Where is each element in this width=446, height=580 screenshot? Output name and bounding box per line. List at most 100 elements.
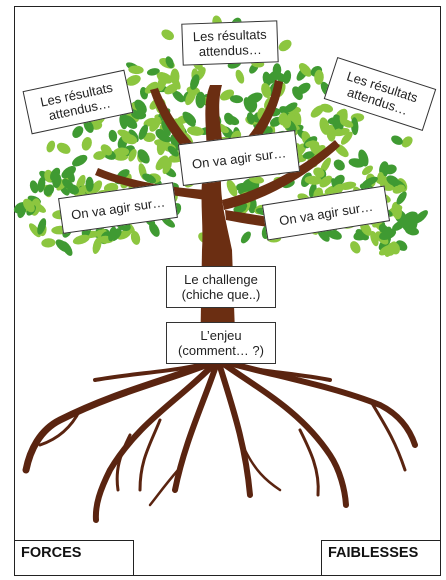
leaf	[137, 149, 150, 164]
leaf	[81, 137, 92, 151]
leaf	[92, 237, 102, 254]
leaf	[190, 74, 200, 90]
leaf	[50, 167, 61, 181]
leaf	[350, 117, 359, 136]
leaf	[66, 169, 75, 183]
root-strand	[215, 357, 349, 508]
leaf	[125, 75, 141, 86]
leaf	[261, 82, 272, 99]
leaf	[155, 128, 168, 141]
leaf	[309, 140, 321, 155]
leaf	[56, 142, 71, 154]
leaf	[408, 212, 418, 230]
leaf	[149, 116, 161, 132]
leaf	[377, 172, 385, 185]
leaf	[161, 120, 171, 136]
leaf	[41, 238, 56, 248]
leaf	[128, 65, 144, 75]
leaf	[414, 210, 428, 224]
leaf	[333, 159, 345, 171]
leaf	[326, 124, 336, 142]
leaf	[195, 91, 206, 109]
leaf	[187, 126, 204, 136]
leaf	[142, 173, 157, 184]
root-strand	[243, 448, 282, 492]
card-challenge: Le challenge (chiche que..)	[166, 266, 276, 308]
card-enjeu: L’enjeu (comment… ?)	[166, 322, 276, 364]
root-strand	[215, 357, 418, 448]
leaf	[134, 99, 147, 114]
leaf	[128, 148, 137, 162]
leaf	[172, 90, 185, 103]
leaf	[240, 231, 251, 244]
leaf	[72, 154, 88, 167]
leaf	[304, 175, 322, 185]
leaf	[113, 147, 130, 158]
root-strand	[298, 428, 320, 497]
leaf	[378, 244, 394, 256]
card-results-top: Les résultats attendus…	[181, 20, 279, 66]
root-strand	[215, 357, 253, 498]
leaf	[246, 112, 255, 125]
leaf	[144, 81, 159, 94]
leaf	[384, 164, 397, 175]
leaf	[340, 131, 353, 145]
leaf	[117, 229, 132, 240]
leaf	[235, 69, 245, 84]
leaf	[319, 175, 333, 188]
leaf	[302, 151, 315, 159]
leaf	[46, 140, 56, 153]
root-strand	[115, 433, 132, 492]
leaf	[156, 72, 173, 84]
root-strand	[148, 468, 180, 507]
leaf	[72, 126, 84, 138]
leaf	[313, 167, 325, 178]
leaf	[392, 184, 405, 194]
root-strand	[38, 408, 82, 447]
leaf	[29, 180, 39, 194]
leaf	[108, 226, 117, 242]
leaf	[310, 105, 324, 118]
leaf	[55, 239, 70, 253]
leaf	[331, 127, 350, 137]
leaf	[122, 115, 138, 129]
leaf	[183, 113, 196, 127]
leaf	[386, 175, 400, 187]
leaf	[358, 149, 369, 167]
leaf	[281, 116, 292, 129]
leaf	[164, 83, 179, 95]
leaf	[37, 218, 47, 235]
leaf	[225, 115, 240, 126]
leaf	[401, 136, 413, 148]
leaf	[320, 157, 331, 174]
leaf	[29, 223, 41, 238]
leaf	[339, 181, 357, 190]
leaf	[185, 88, 197, 106]
leaf	[138, 124, 149, 140]
leaf	[350, 241, 361, 254]
label-forces: FORCES	[14, 540, 134, 576]
leaf	[278, 39, 292, 52]
leaf	[85, 176, 94, 192]
leaf	[37, 176, 46, 193]
root-strand	[138, 418, 162, 492]
leaf	[326, 229, 342, 240]
leaf	[146, 68, 160, 76]
root-strand	[172, 357, 221, 493]
leaf	[272, 63, 282, 77]
leaf	[361, 176, 378, 187]
leaf	[379, 228, 397, 240]
leaf	[165, 56, 174, 69]
leaf	[174, 118, 186, 134]
leaf	[93, 151, 106, 160]
leaf	[246, 92, 263, 104]
leaf	[130, 230, 141, 245]
label-faiblesses: FAIBLESSES	[321, 540, 441, 576]
leaf	[226, 179, 238, 197]
leaf	[167, 145, 179, 157]
leaf	[117, 129, 131, 138]
leaf	[100, 144, 113, 156]
leaf	[391, 201, 402, 220]
leaf	[362, 165, 373, 176]
leaf	[162, 157, 170, 172]
